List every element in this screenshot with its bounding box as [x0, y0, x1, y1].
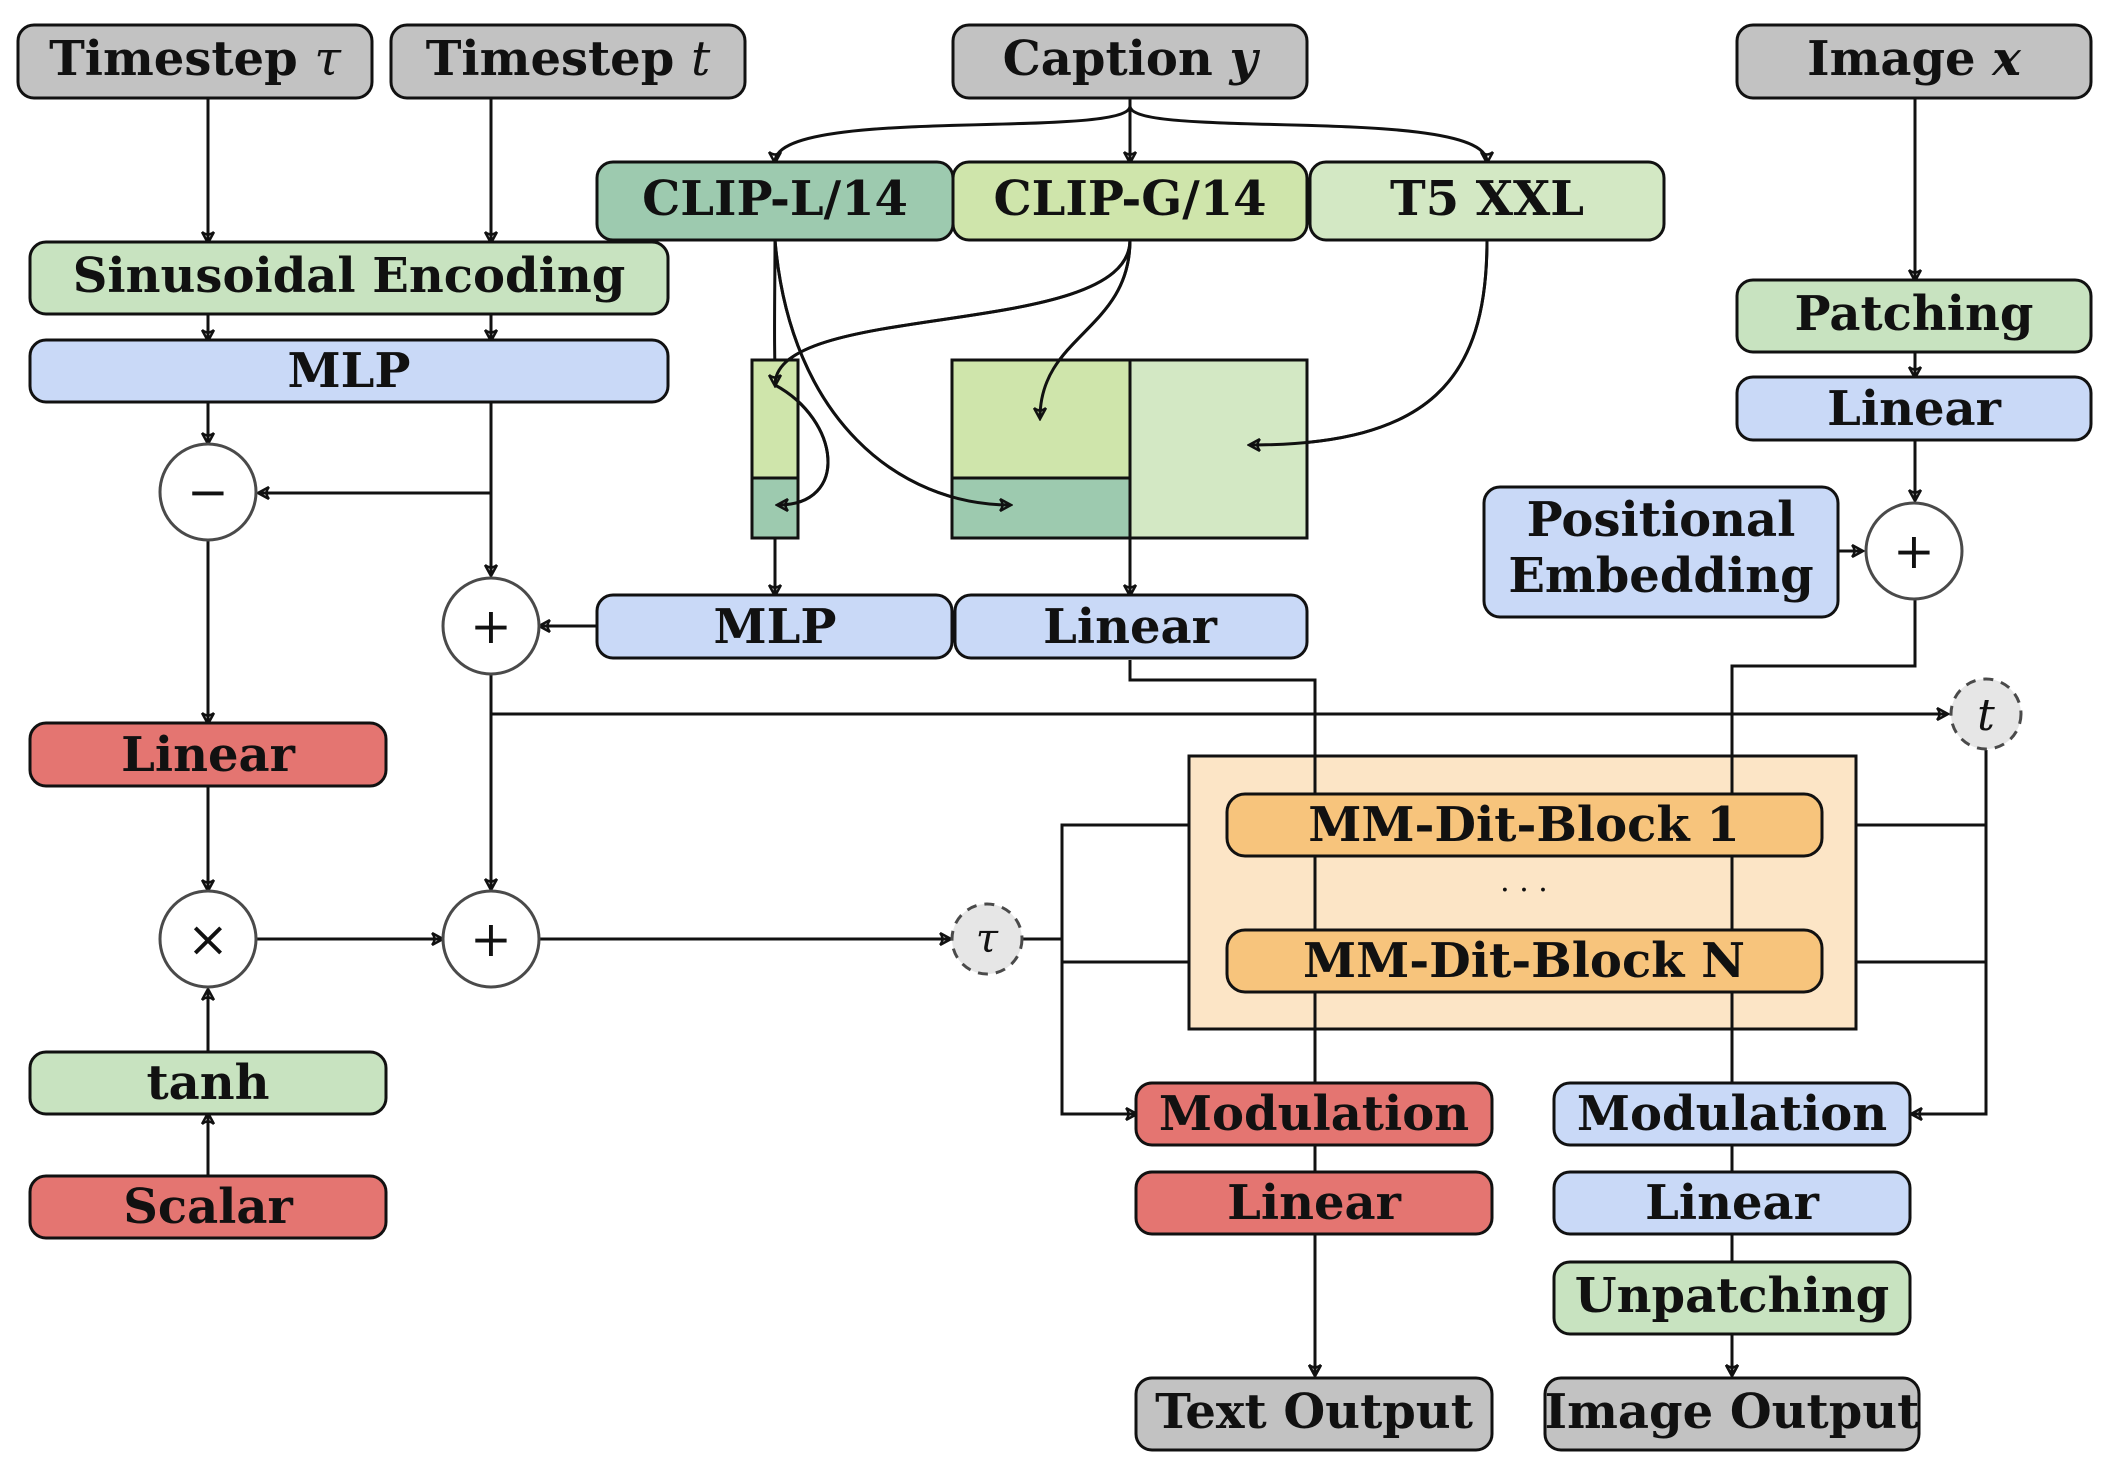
unpatching-label: Unpatching	[1575, 1268, 1889, 1324]
svg-text:Timestep t: Timestep t	[426, 31, 711, 87]
positional-embedding-label-1: Positional	[1527, 492, 1796, 548]
text-modulation-label: Modulation	[1159, 1086, 1469, 1142]
tau-tap: τ	[950, 902, 1024, 976]
text-output-box: Text Output	[1134, 1376, 1494, 1452]
text-output-linear-label: Linear	[1227, 1175, 1402, 1231]
text-mlp-box: MLP	[595, 593, 954, 660]
text-linear-label: Linear	[1043, 599, 1218, 655]
image-output-label: Image Output	[1545, 1384, 1920, 1440]
sequence-embedding-tensor	[950, 358, 1309, 540]
text-mlp-label: MLP	[714, 599, 837, 655]
timestep-linear-label: Linear	[121, 727, 296, 783]
input-caption-label: Caption	[1003, 31, 1230, 87]
encoder-clip-g-label: CLIP-G/14	[993, 171, 1266, 227]
image-output-linear-box: Linear	[1552, 1170, 1912, 1236]
image-modulation-label: Modulation	[1577, 1086, 1887, 1142]
input-timestep-t-label: Timestep	[426, 31, 691, 87]
input-image: Image x	[1735, 23, 2093, 100]
t-tap: t	[1949, 677, 2023, 751]
plus-op-lower: +	[441, 889, 541, 989]
mm-dit-block-1-label: MM-Dit-Block 1	[1308, 797, 1740, 853]
image-output-linear-label: Linear	[1645, 1175, 1820, 1231]
plus-op-image: +	[1864, 501, 1964, 601]
plus-op-lower-symbol: +	[470, 910, 512, 968]
mm-dit-block-1: MM-Dit-Block 1	[1225, 792, 1824, 858]
minus-op-symbol: −	[187, 463, 229, 521]
plus-op-image-symbol: +	[1893, 522, 1935, 580]
input-image-label: Image	[1807, 31, 1992, 87]
timestep-linear-box: Linear	[28, 721, 388, 788]
svg-text:Caption y: Caption y	[1003, 31, 1261, 87]
encoder-t5-label: T5 XXL	[1390, 171, 1584, 227]
tanh-label: tanh	[146, 1055, 269, 1111]
plus-op-upper-symbol: +	[470, 597, 512, 655]
text-modulation-box: Modulation	[1134, 1081, 1494, 1147]
input-timestep-tau-label: Timestep	[49, 31, 314, 87]
input-caption-var: y	[1229, 31, 1261, 87]
tanh-box: tanh	[28, 1050, 388, 1116]
sinusoidal-encoding-box: Sinusoidal Encoding	[28, 240, 670, 316]
t-tap-label: t	[1977, 690, 1995, 741]
image-linear-box: Linear	[1735, 375, 2093, 442]
image-output-box: Image Output	[1543, 1376, 1921, 1452]
positional-embedding-label-2: Embedding	[1508, 548, 1813, 604]
unpatching-box: Unpatching	[1552, 1260, 1912, 1336]
times-op-symbol: ×	[187, 910, 229, 968]
input-timestep-tau: Timestep τ	[16, 23, 374, 100]
timestep-mlp-box: MLP	[28, 338, 670, 404]
text-linear-box: Linear	[953, 593, 1309, 660]
times-op: ×	[158, 889, 258, 989]
timestep-mlp-label: MLP	[288, 343, 411, 399]
mm-dit-block-n: MM-Dit-Block N	[1225, 928, 1824, 994]
input-image-var: x	[1991, 31, 2022, 87]
scalar-box: Scalar	[28, 1174, 388, 1240]
positional-embedding-box: Positional Embedding	[1482, 485, 1840, 619]
encoder-clip-g: CLIP-G/14	[951, 160, 1309, 242]
svg-text:Image x: Image x	[1807, 31, 2022, 87]
text-output-linear-box: Linear	[1134, 1170, 1494, 1236]
image-linear-label: Linear	[1827, 381, 2002, 437]
encoder-clip-l: CLIP-L/14	[595, 160, 955, 242]
input-caption: Caption y	[951, 23, 1309, 100]
input-timestep-t: Timestep t	[389, 23, 747, 100]
patching-label: Patching	[1795, 286, 2034, 342]
input-timestep-t-var: t	[691, 31, 711, 87]
mm-dit-block-n-label: MM-Dit-Block N	[1303, 933, 1745, 989]
image-modulation-box: Modulation	[1552, 1081, 1912, 1147]
input-timestep-tau-var: τ	[314, 31, 342, 87]
sinusoidal-encoding-label: Sinusoidal Encoding	[73, 248, 626, 304]
plus-op-upper: +	[441, 576, 541, 676]
minus-op: −	[158, 442, 258, 542]
mm-dit-ellipsis: · · ·	[1500, 873, 1548, 908]
encoder-arrows-overlay	[775, 239, 1489, 505]
tau-tap-label: τ	[976, 916, 999, 962]
scalar-label: Scalar	[123, 1179, 293, 1235]
svg-text:Timestep τ: Timestep τ	[49, 31, 342, 87]
encoder-t5: T5 XXL	[1308, 160, 1666, 242]
encoder-clip-l-label: CLIP-L/14	[642, 171, 908, 227]
text-output-label: Text Output	[1155, 1384, 1473, 1440]
patching-box: Patching	[1735, 278, 2093, 354]
